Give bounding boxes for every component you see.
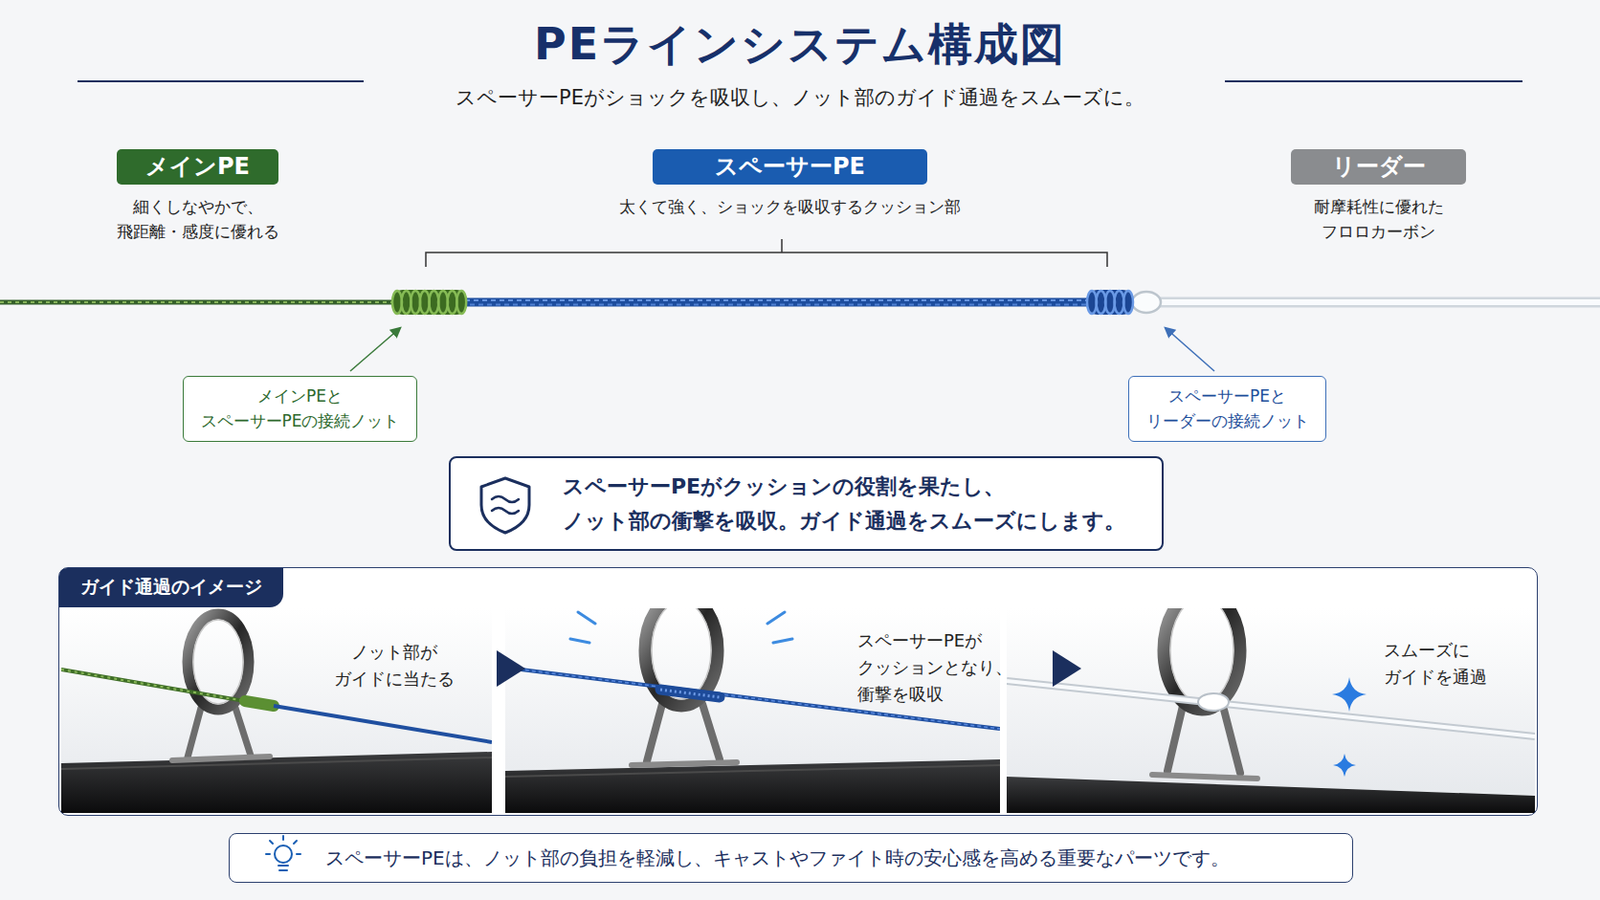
guide-photo — [61, 608, 492, 814]
guide-photo — [1006, 608, 1535, 814]
step-note: ノット部が ガイドに当たる — [332, 639, 456, 693]
knot — [1198, 693, 1229, 712]
spacer-pe-braid — [465, 304, 1089, 307]
panel-tab: ガイド通過のイメージ — [59, 568, 284, 608]
main-pe-braid — [0, 301, 395, 304]
guide-frame — [187, 708, 251, 758]
box-fill — [228, 833, 1354, 884]
main-pe-line — [61, 669, 245, 702]
callout-box: スペーサーPEと リーダーの接続ノット — [1128, 376, 1327, 443]
tag-label: スペーサーPE — [652, 149, 928, 185]
line-part-tag: リーダー耐摩耗性に優れた フロロカーボン — [1290, 149, 1467, 245]
guide-ring-inner — [1170, 608, 1234, 704]
photo-ground — [61, 608, 492, 814]
callout-text: スペーサーPEと リーダーの接続ノット — [1144, 384, 1311, 434]
panel-fill — [58, 567, 1538, 817]
leader-core — [1133, 299, 1600, 306]
guide-frame — [646, 704, 720, 762]
shock-lines — [570, 608, 793, 644]
main-pe-braid — [61, 669, 245, 702]
guide-ring-inner — [193, 620, 244, 705]
spacer-pe-line — [465, 298, 1089, 308]
bulb-rays — [266, 836, 301, 871]
knot — [1087, 289, 1134, 315]
leader-core — [1006, 681, 1535, 737]
knot — [244, 701, 274, 707]
knot-coil — [1123, 290, 1134, 314]
sparkle — [1332, 677, 1367, 712]
tag-description: 耐摩耗性に優れた フロロカーボン — [1311, 195, 1445, 245]
leader-arrow — [1165, 328, 1215, 372]
leader-line — [1006, 681, 1535, 737]
shield-icon — [481, 478, 530, 534]
guide-frame — [1167, 706, 1241, 774]
tag-description: 細くしなやかで、 飛距離・感度に優れる — [114, 195, 281, 245]
image-panel: ガイド通過のイメージ — [58, 567, 1538, 817]
leader-loop — [1132, 291, 1161, 313]
leader-line — [1133, 297, 1600, 309]
diagram-title: PEラインシステム構成図 — [0, 15, 1600, 75]
info-box: スペーサーPEがクッションの役割を果たし、 ノット部の衝撃を吸収。ガイド通過をス… — [448, 456, 1164, 552]
subtitle: スペーサーPEがショックを吸収し、ノット部のガイド通過をスムーズに。 — [455, 84, 1145, 112]
rod — [61, 752, 492, 814]
callout-box: メインPEと スペーサーPEの接続ノット — [182, 376, 418, 443]
title-rule — [77, 80, 1523, 83]
spacer-pe-line — [273, 706, 492, 743]
guide-foot — [172, 756, 270, 761]
knot-coil — [660, 689, 720, 698]
rod-highlight — [505, 765, 1000, 778]
spacer-pe-braid — [465, 299, 1089, 302]
sparkle — [1333, 754, 1356, 778]
step-note: スペーサーPEが クッションとなり、 衝撃を吸収 — [857, 627, 1016, 709]
callout-text: メインPEと スペーサーPEの接続ノット — [199, 384, 401, 434]
knot-coils — [392, 290, 1134, 314]
tag-label: メインPE — [116, 149, 279, 185]
rod — [505, 759, 1000, 814]
tip-box: スペーサーPEは、ノット部の負担を軽減し、キャストやファイト時の安心感を高める重… — [228, 833, 1354, 884]
guide-foot — [1152, 775, 1258, 779]
line-part-tag: スペーサーPE 太くて強く、ショックを吸収するクッション部 — [619, 149, 961, 221]
info-text: スペーサーPEがクッションの役割を果たし、 ノット部の衝撃を吸収。ガイド通過をス… — [562, 469, 1129, 537]
tip-text: スペーサーPEは、ノット部の負担を軽減し、キャストやファイト時の安心感を高める重… — [325, 845, 1230, 872]
bracket — [425, 239, 1108, 267]
step-arrow — [1052, 650, 1082, 688]
knot-coil — [456, 290, 467, 314]
line-part-tag: メインPE 細くしなやかで、 飛距離・感度に優れる — [114, 149, 281, 245]
step-arrow — [496, 650, 526, 688]
guide-ring — [1163, 608, 1241, 711]
main-pe-line — [0, 300, 395, 306]
photo-ground — [1006, 608, 1535, 814]
knot — [660, 689, 720, 698]
rod — [1006, 777, 1535, 814]
box-fill — [448, 456, 1164, 552]
step-note: スムーズに ガイドを通過 — [1383, 637, 1490, 691]
shield-wave — [491, 496, 519, 514]
knot — [392, 289, 467, 315]
guide-foot — [631, 762, 737, 766]
bulb-icon — [274, 845, 292, 864]
leader-arrow — [350, 328, 400, 372]
rod-highlight — [61, 757, 492, 770]
tag-description: 太くて強く、ショックを吸収するクッション部 — [619, 195, 961, 221]
tag-label: リーダー — [1290, 149, 1467, 185]
